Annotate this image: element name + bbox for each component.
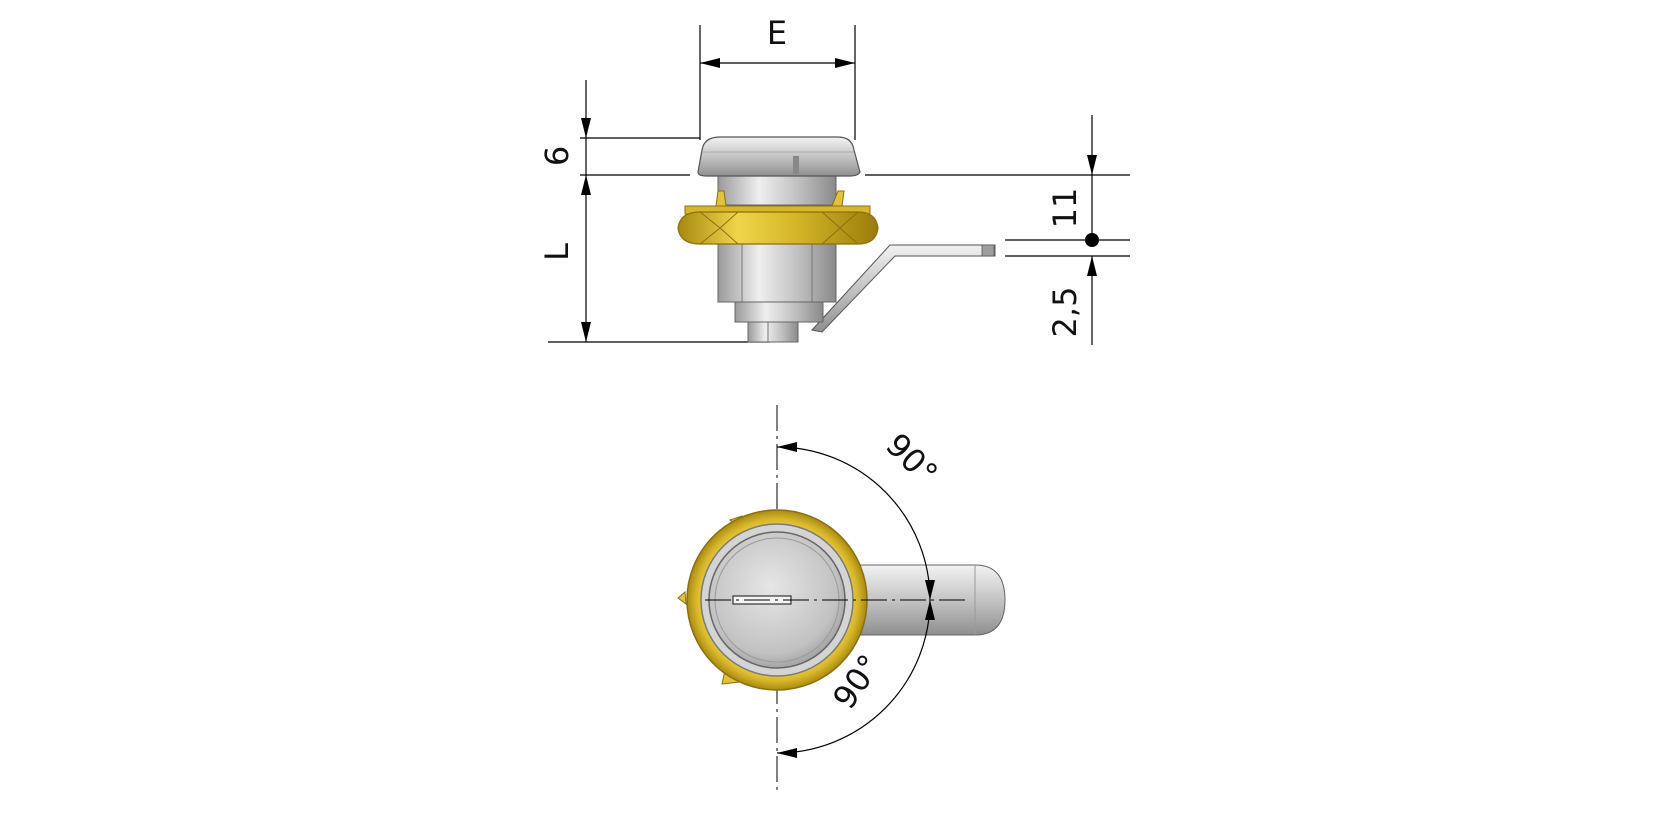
front-view: 90° 90° xyxy=(677,405,1006,792)
side-view: E 6 L 11 2,5 xyxy=(538,14,1130,345)
dimension-e-label: E xyxy=(767,14,787,52)
brass-hex-nut xyxy=(677,211,879,245)
dimension-length-label: L xyxy=(538,243,576,261)
dimension-dot xyxy=(1085,233,1099,247)
dimension-cap-height-label: 6 xyxy=(538,146,576,166)
dimension-cam-offset: 11 xyxy=(1046,115,1099,247)
lock-cap xyxy=(697,136,861,177)
dimension-cam-thickness-label: 2,5 xyxy=(1046,287,1084,338)
dimension-e: E xyxy=(699,14,856,140)
dimension-cam-offset-label: 11 xyxy=(1046,188,1084,229)
rotation-upper-label: 90° xyxy=(878,426,945,493)
lock-barrel xyxy=(717,174,837,343)
dimension-cam-thickness: 2,5 xyxy=(1046,256,1097,345)
dimension-length: L xyxy=(538,175,591,342)
dimension-cap-height: 6 xyxy=(538,80,591,175)
cam-lever xyxy=(811,244,996,333)
